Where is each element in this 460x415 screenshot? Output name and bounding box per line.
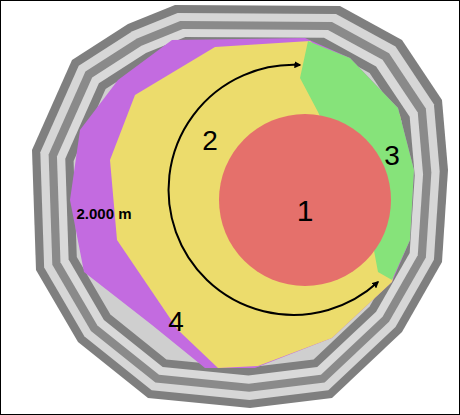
bench-outline: [49, 21, 432, 392]
callout-number: 3: [384, 142, 400, 170]
phase-1-area: [219, 114, 391, 286]
bench-outline: [57, 29, 423, 384]
bench-outline: [65, 37, 414, 376]
bench-outline: [32, 5, 448, 408]
callout-number: 1: [297, 196, 314, 226]
callout-number: 2: [202, 127, 218, 155]
phase-4-area: [70, 38, 414, 368]
bench-outline: [40, 13, 439, 400]
callout-number: 4: [168, 308, 184, 336]
pit-benches: [32, 5, 448, 408]
dimension-label: 2.000 m: [76, 206, 131, 221]
sequence-arrow: [169, 65, 378, 315]
